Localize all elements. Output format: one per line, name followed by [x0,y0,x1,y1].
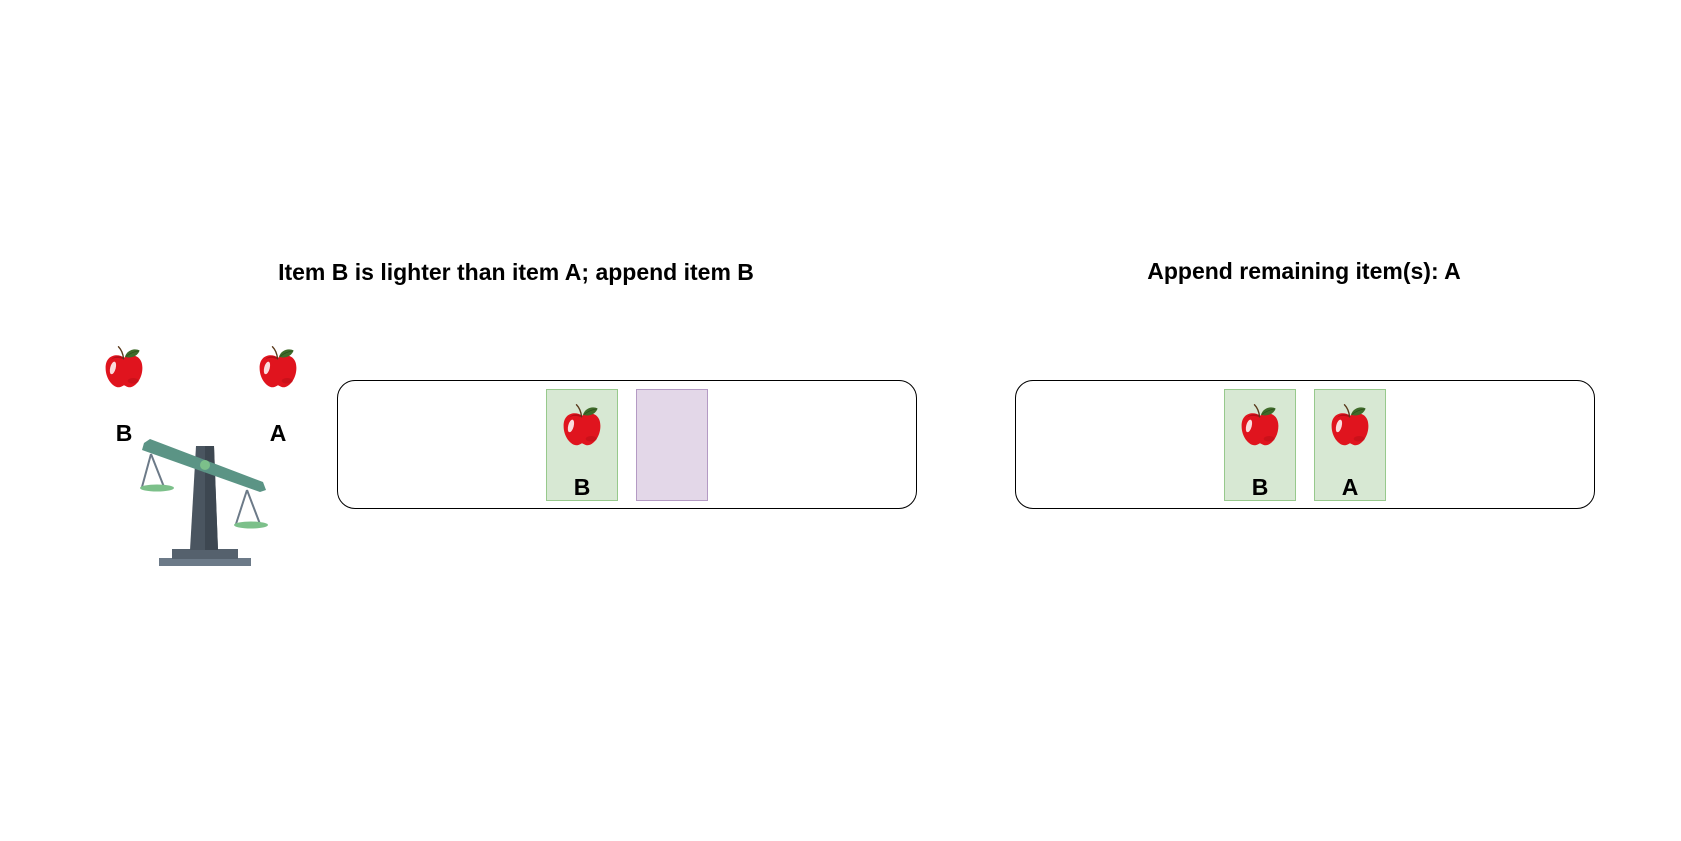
slot-label: B [1251,474,1269,500]
balance-scale-icon [140,439,268,566]
tray-slot-filled: B [546,389,618,501]
step2-title: Append remaining item(s): A [1147,258,1461,284]
scale-left-item-label: B [115,420,133,446]
step1-title: Item B is lighter than item A; append it… [278,259,754,285]
scale-right-item-label: A [269,420,287,446]
apple-icon [1327,402,1373,448]
output-tray-step1: B [337,380,917,509]
slot-label: B [573,474,591,500]
apple-icon [1237,402,1283,448]
tray-slot-filled: A [1314,389,1386,501]
output-tray-step2: B A [1015,380,1595,509]
tray-slot-filled: B [1224,389,1296,501]
slot-label: A [1341,474,1359,500]
tray-slot-empty [636,389,708,501]
apple-icon [559,402,605,448]
apple-icon [255,344,301,390]
apple-icon [101,344,147,390]
